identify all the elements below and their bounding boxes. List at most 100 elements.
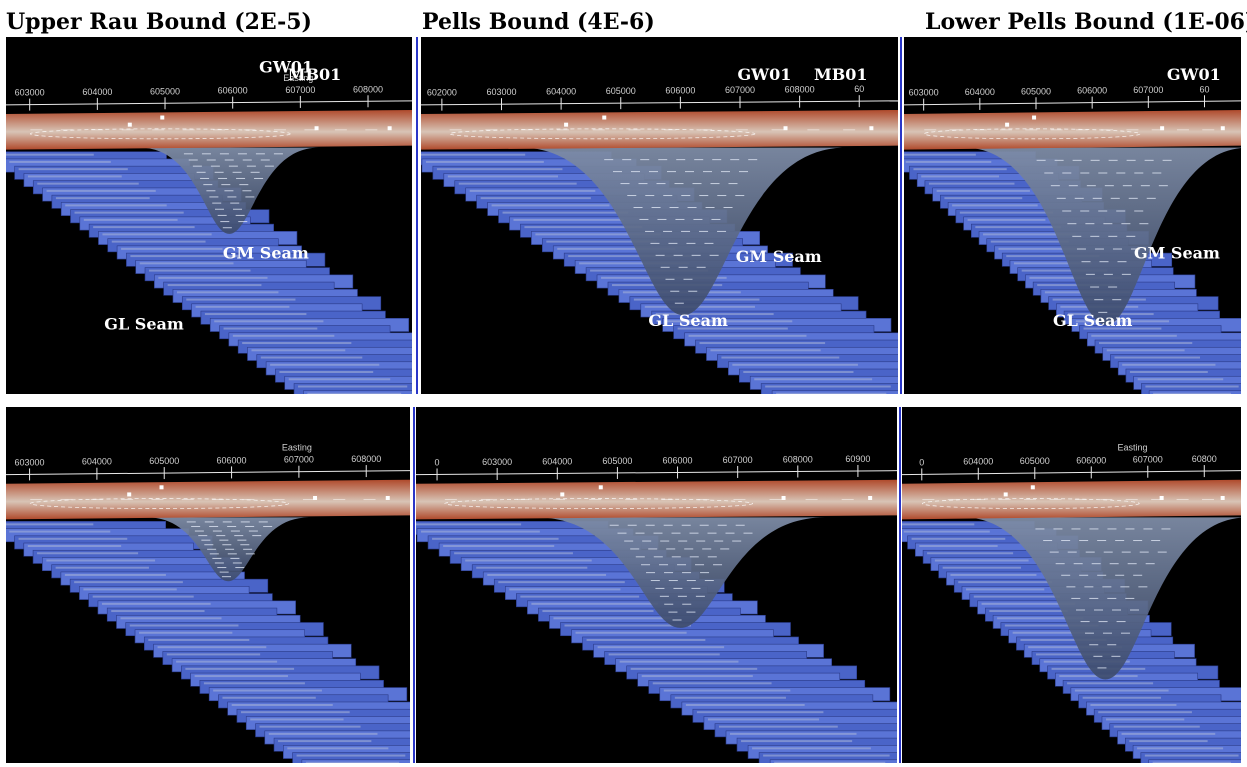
axis-tick-label: 0 xyxy=(435,457,440,467)
drawdown-contour xyxy=(921,498,1140,509)
axis-title: Easting xyxy=(1118,443,1148,453)
axis-tick-label: 608000 xyxy=(785,85,815,95)
gl-seam-label: GL Seam xyxy=(1053,311,1133,330)
drawdown-contour xyxy=(444,498,754,509)
bore-marker xyxy=(1159,496,1164,500)
axis-tick-label: 606000 xyxy=(218,86,248,96)
axis-tick-label: 604000 xyxy=(82,87,112,97)
drawdown-contour xyxy=(29,128,291,140)
bore-marker xyxy=(1003,492,1008,497)
axis-tick-label: 603000 xyxy=(486,87,516,97)
axis-tick-label: 60 xyxy=(1199,84,1209,94)
axis-tick-label: 605000 xyxy=(1021,86,1051,96)
axis-tick-label: 608000 xyxy=(351,454,381,464)
drawdown-contour xyxy=(29,498,290,509)
axis-tick-label: 0 xyxy=(919,457,924,467)
aquifer-layer xyxy=(6,479,410,520)
axis-tick-label: 606000 xyxy=(217,455,247,465)
bore-marker xyxy=(781,496,786,500)
drawdown-cone xyxy=(964,147,1241,326)
bore-marker xyxy=(1005,122,1010,127)
axis-title: Easting xyxy=(283,73,313,83)
easting-axis-line xyxy=(902,470,1241,476)
model-view-pells-bottom: 0 603000 604000 605000 606000 607000 608000 609… xyxy=(416,407,897,763)
column-title-upper-rau: Upper Rau Bound (2E-5) xyxy=(6,9,312,35)
axis-tick-label: 608000 xyxy=(353,84,383,94)
bore-marker xyxy=(313,496,318,500)
gl-seam-label: GL Seam xyxy=(648,311,728,330)
bore-marker xyxy=(560,492,565,497)
panel-divider xyxy=(899,407,901,763)
well-label-gw01: GW01 xyxy=(737,65,791,84)
easting-axis-line xyxy=(6,470,410,476)
coal-seam-blocks xyxy=(6,151,412,394)
drawdown-contour xyxy=(923,128,1141,140)
aquifer-layer xyxy=(421,109,898,150)
column-title-lower-pells: Lower Pells Bound (1E-06) xyxy=(925,9,1247,35)
bore-marker xyxy=(159,485,164,490)
panel-divider xyxy=(413,407,415,763)
column-title-pells: Pells Bound (4E-6) xyxy=(422,9,655,35)
axis-tick-label: 603000 xyxy=(15,457,45,467)
bore-marker xyxy=(127,122,132,127)
well-label-gw01: GW01 xyxy=(1167,65,1221,84)
axis-tick-label: 607000 xyxy=(725,85,755,95)
axis-tick-label: 60800 xyxy=(1192,454,1217,464)
coal-seam-blocks xyxy=(6,521,410,763)
axis-tick-label: 60900 xyxy=(845,454,870,464)
axis-tick-label: 607000 xyxy=(723,455,753,465)
easting-axis-line xyxy=(421,100,898,106)
aquifer-layer xyxy=(416,479,897,520)
model-view-lower-pells-bottom: 0 604000 605000 606000 607000 60800 Easting xyxy=(902,407,1241,763)
easting-axis-line xyxy=(6,100,412,106)
axis-tick-label: 605000 xyxy=(1020,456,1050,466)
axis-tick-label: 606000 xyxy=(663,455,693,465)
gm-seam-label: GM Seam xyxy=(1134,243,1220,262)
panel-divider xyxy=(416,37,418,394)
well-label-gw01: GW01 xyxy=(259,58,313,77)
bore-marker xyxy=(783,126,788,131)
aquifer-layer xyxy=(904,109,1241,150)
bore-marker xyxy=(1032,115,1037,120)
bore-marker xyxy=(314,126,319,131)
bore-marker xyxy=(387,126,392,131)
axis-tick-label: 607000 xyxy=(285,85,315,95)
bore-marker xyxy=(385,496,390,500)
axis-tick-label: 607000 xyxy=(1133,455,1163,465)
bore-marker xyxy=(1220,126,1225,131)
bore-marker xyxy=(868,496,873,500)
aquifer-layer xyxy=(6,109,412,150)
bore-marker xyxy=(127,492,132,497)
axis-tick-label: 603000 xyxy=(482,457,512,467)
easting-axis-line xyxy=(904,100,1241,106)
model-view-upper-rau-bottom: 603000 604000 605000 606000 607000 608000 East… xyxy=(6,407,410,763)
axis-tick-label: 606000 xyxy=(1076,455,1106,465)
axis-tick-label: 608000 xyxy=(783,454,813,464)
well-label-mb01: MB01 xyxy=(814,65,868,84)
axis-tick-label: 604000 xyxy=(963,457,993,467)
axis-tick-label: 605000 xyxy=(606,86,636,96)
axis-tick-label: 60 xyxy=(854,84,864,94)
axis-tick-label: 605000 xyxy=(150,86,180,96)
bore-marker xyxy=(1160,126,1165,131)
axis-tick-label: 605000 xyxy=(602,456,632,466)
gl-seam-label: GL Seam xyxy=(104,315,184,334)
panel-divider xyxy=(900,37,902,394)
axis-tick-label: 604000 xyxy=(546,87,576,97)
axis-tick-label: 604000 xyxy=(82,457,112,467)
drawdown-contour xyxy=(449,128,756,140)
bore-marker xyxy=(598,485,603,490)
aquifer-layer xyxy=(902,479,1241,520)
bore-marker xyxy=(1220,496,1225,500)
bore-marker xyxy=(160,115,165,120)
gm-seam-label: GM Seam xyxy=(736,247,822,266)
axis-tick-label: 605000 xyxy=(149,456,179,466)
gm-seam-label: GM Seam xyxy=(223,243,309,262)
axis-tick-label: 607000 xyxy=(284,455,314,465)
axis-title: Easting xyxy=(282,443,312,453)
axis-tick-label: 604000 xyxy=(542,456,572,466)
drawdown-cone xyxy=(963,517,1241,680)
bore-marker xyxy=(564,122,569,127)
